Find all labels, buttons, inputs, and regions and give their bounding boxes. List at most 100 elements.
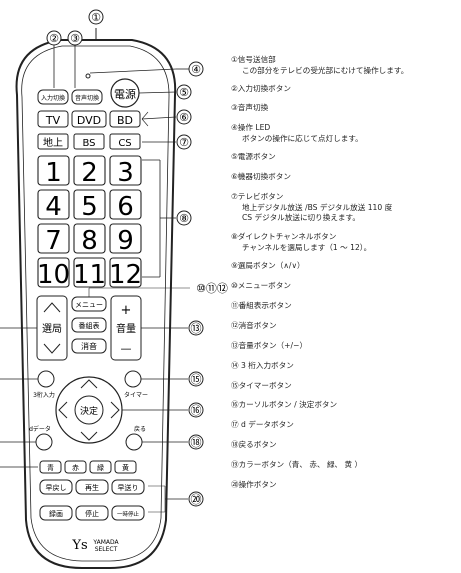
bd-button[interactable] xyxy=(109,110,141,128)
terrestrial-button[interactable] xyxy=(37,133,69,150)
cs-button[interactable] xyxy=(109,133,141,150)
color-button-1[interactable] xyxy=(39,460,62,474)
callout-16: ⑯ xyxy=(191,404,202,417)
dvd-button[interactable] xyxy=(71,110,107,128)
callout-3: ③ xyxy=(70,32,80,45)
color-button-4[interactable] xyxy=(114,460,137,474)
callout-18: ⑱ xyxy=(191,436,202,449)
bs-button[interactable] xyxy=(73,133,105,150)
number-label-7: 7 xyxy=(45,226,62,256)
legend-item-2: ②入力切換ボタン xyxy=(231,84,291,93)
number-button-12[interactable] xyxy=(109,257,142,288)
audio-switch-label: 音声切換 xyxy=(75,94,99,102)
terrestrial-label: 地上 xyxy=(43,136,63,149)
program-guide-label: 番組表 xyxy=(79,321,100,330)
mute-label: 消音 xyxy=(81,341,97,351)
number-label-6: 6 xyxy=(117,192,134,222)
legend-item-13: ⑬音量ボタン（+/−） xyxy=(231,341,308,350)
callout-10-11-12: ⑩⑪⑫ xyxy=(196,282,228,295)
number-label-12: 12 xyxy=(109,260,142,290)
volume-plus-label: + xyxy=(121,303,132,318)
dvd-label: DVD xyxy=(77,114,101,127)
number-label-4: 4 xyxy=(45,192,62,222)
playback-buttons: 早戻し再生早送り録画停止一時停止 xyxy=(39,479,145,521)
channel-select-label: 選局 xyxy=(42,322,62,335)
legend-item-10: ⑩メニューボタン xyxy=(231,281,291,290)
d-data-button[interactable] xyxy=(35,433,53,451)
callout-6: ⑥ xyxy=(179,111,189,124)
callout-1: ① xyxy=(91,11,101,24)
playback-label-6: 一時停止 xyxy=(117,510,140,518)
number-button-9[interactable] xyxy=(109,223,142,254)
bd-label: BD xyxy=(117,114,133,127)
tv-label: TV xyxy=(45,114,61,127)
number-label-3: 3 xyxy=(117,158,134,188)
number-button-1[interactable] xyxy=(37,155,70,186)
cursor-right-icon[interactable] xyxy=(110,401,120,419)
enter-button[interactable] xyxy=(74,395,104,425)
legend-item-5: ⑤電源ボタン xyxy=(231,152,276,161)
number-button-8[interactable] xyxy=(73,223,106,254)
bs-label: BS xyxy=(82,138,95,149)
three-digit-label: 3桁入力 xyxy=(33,391,55,399)
number-button-7[interactable] xyxy=(37,223,70,254)
brand-mark-logo: Ys xyxy=(71,538,87,553)
back-button[interactable] xyxy=(125,433,143,451)
brand-name: YAMADA xyxy=(92,539,119,546)
playback-button-2[interactable] xyxy=(75,479,109,495)
input-switch-button[interactable] xyxy=(37,89,69,105)
brand-sub: SELECT xyxy=(95,546,118,553)
timer-button[interactable] xyxy=(124,370,142,388)
timer-label: タイマー xyxy=(124,391,148,399)
number-label-5: 5 xyxy=(81,192,98,222)
d-data-label: dデータ xyxy=(29,425,51,433)
back-label: 戻る xyxy=(134,425,146,433)
playback-button-3[interactable] xyxy=(111,479,145,495)
number-button-5[interactable] xyxy=(73,189,106,220)
playback-button-5[interactable] xyxy=(75,505,109,521)
number-button-10[interactable] xyxy=(37,257,70,288)
number-label-9: 9 xyxy=(117,226,134,256)
cursor-down-icon[interactable] xyxy=(80,431,98,441)
number-label-11: 11 xyxy=(73,260,106,290)
playback-label-1: 早戻し xyxy=(46,483,67,492)
legend-item-12: ⑫消音ボタン xyxy=(231,321,277,330)
number-button-2[interactable] xyxy=(73,155,106,186)
number-button-3[interactable] xyxy=(109,155,142,186)
number-button-11[interactable] xyxy=(73,257,106,288)
number-button-4[interactable] xyxy=(37,189,70,220)
tv-button[interactable] xyxy=(37,110,69,128)
legend-item-1: ①信号送信部この部分をテレビの受光部にむけて操作します。 xyxy=(231,55,409,75)
cursor-up-icon[interactable] xyxy=(80,379,98,389)
cursor-left-icon[interactable] xyxy=(58,401,68,419)
legend-item-14: ⑭ 3 桁入力ボタン xyxy=(231,361,294,370)
number-label-2: 2 xyxy=(81,158,98,188)
color-label-4: 黄 xyxy=(122,463,129,472)
legend-item-15: ⑮タイマーボタン xyxy=(231,381,292,390)
number-label-1: 1 xyxy=(45,158,62,188)
callout-15: ⑮ xyxy=(191,373,202,386)
program-guide-button[interactable] xyxy=(71,317,107,333)
power-label: 電源 xyxy=(114,87,136,101)
playback-button-4[interactable] xyxy=(39,505,73,521)
color-label-2: 赤 xyxy=(72,464,79,472)
three-digit-button[interactable] xyxy=(37,370,55,388)
callout-4: ④ xyxy=(191,63,201,76)
number-button-6[interactable] xyxy=(109,189,142,220)
mute-button[interactable] xyxy=(71,338,107,354)
volume-label: 音量 xyxy=(116,322,136,335)
audio-switch-button[interactable] xyxy=(71,89,103,105)
led-indicator xyxy=(85,73,91,79)
color-label-1: 青 xyxy=(47,463,54,472)
playback-button-1[interactable] xyxy=(39,479,73,495)
callout-8: ⑧ xyxy=(179,212,189,225)
playback-button-6[interactable] xyxy=(111,505,145,521)
color-button-3[interactable] xyxy=(89,460,112,474)
color-button-2[interactable] xyxy=(64,460,87,474)
number-label-8: 8 xyxy=(81,226,98,256)
color-label-3: 緑 xyxy=(97,463,104,472)
callout-20: ⑳ xyxy=(191,493,202,506)
callout-5: ⑤ xyxy=(179,86,189,99)
